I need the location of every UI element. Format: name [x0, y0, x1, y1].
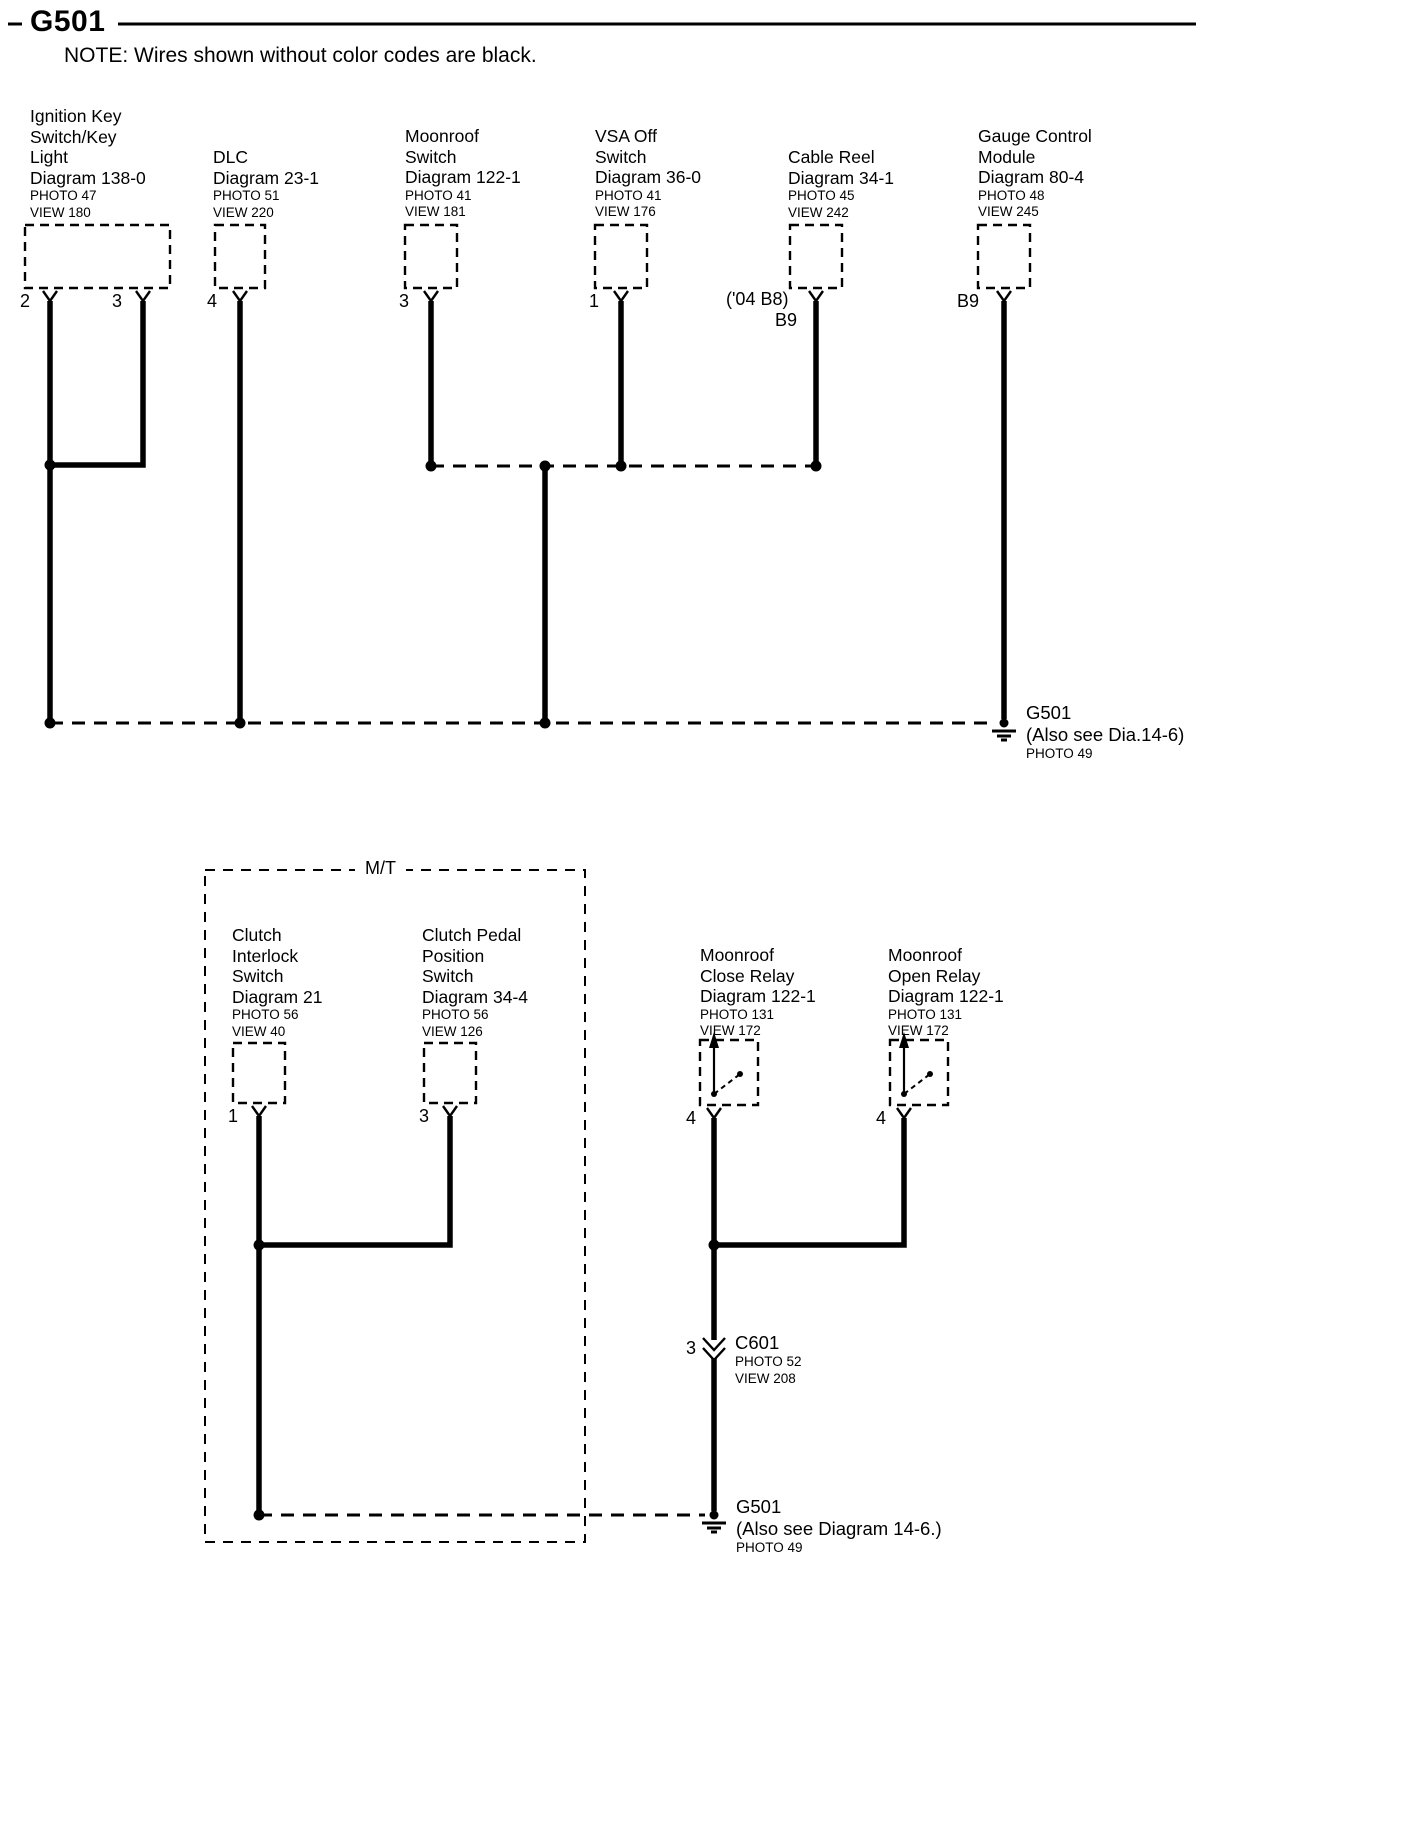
- pin-label-gauge-b9: B9: [957, 291, 980, 311]
- component-label-vsa-off-switch: VSA Off Switch Diagram 36-0 PHOTO 41 VIE…: [595, 126, 701, 221]
- diagram-ref: Diagram 80-4: [978, 167, 1085, 187]
- ground-symbol-bottom: [702, 1510, 726, 1534]
- pin-label-c601-3: 3: [686, 1338, 697, 1358]
- name-line: VSA Off: [595, 126, 657, 146]
- name-line: Gauge Control: [978, 126, 1092, 146]
- component-label-moonroof-close-relay: Moonroof Close Relay Diagram 122-1 PHOTO…: [700, 945, 816, 1040]
- pin-label-moonroof-3: 3: [399, 291, 410, 311]
- photo-ref: PHOTO 45: [788, 188, 855, 203]
- diagram-ref: Diagram 23-1: [213, 167, 320, 188]
- photo-ref: PHOTO 49: [1026, 746, 1093, 761]
- diagram-ref: Diagram 34-1: [788, 167, 895, 188]
- photo-ref: PHOTO 131: [888, 1006, 963, 1022]
- view-ref: VIEW 172: [700, 1023, 761, 1038]
- view-ref: VIEW 172: [888, 1023, 949, 1038]
- photo-ref: PHOTO 51: [213, 188, 280, 203]
- photo-ref: PHOTO 47: [30, 188, 97, 203]
- mt-section-label: M/T: [355, 858, 406, 879]
- name-line: Interlock: [232, 945, 299, 966]
- c601-connector-icon: [702, 1337, 726, 1362]
- connector-name: C601: [735, 1332, 780, 1353]
- ground-name: G501: [736, 1496, 782, 1517]
- diagram-ref: Diagram 21: [232, 986, 323, 1007]
- photo-ref: PHOTO 52: [735, 1354, 802, 1369]
- name-line: Clutch: [232, 925, 282, 945]
- photo-ref: PHOTO 49: [736, 1540, 803, 1555]
- diagram-ref: Diagram 122-1: [888, 986, 1004, 1006]
- view-ref: VIEW 126: [422, 1023, 483, 1039]
- component-label-cable-reel: Cable Reel Diagram 34-1 PHOTO 45 VIEW 24…: [788, 147, 894, 221]
- diagram-ref: Diagram 36-0: [595, 167, 702, 187]
- name-line: Switch: [422, 966, 474, 986]
- connector-c601-label: C601 PHOTO 52 VIEW 208: [735, 1332, 802, 1387]
- junction-dots: [44, 459, 822, 1521]
- photo-ref: PHOTO 48: [978, 187, 1045, 203]
- name-line: DLC: [213, 147, 249, 167]
- name-line: Moonroof: [700, 945, 774, 965]
- diagram-ref: Diagram 34-4: [422, 986, 529, 1007]
- component-label-gauge-control-module: Gauge Control Module Diagram 80-4 PHOTO …: [978, 126, 1092, 221]
- diagram-ref: Diagram 122-1: [405, 167, 521, 187]
- relay-contact-icon: [899, 1032, 933, 1097]
- name-line: Cable Reel: [788, 147, 875, 167]
- pin-label-vsa-1: 1: [589, 291, 600, 311]
- view-ref: VIEW 181: [405, 204, 466, 219]
- ground-name: G501: [1026, 702, 1072, 723]
- photo-ref: PHOTO 56: [422, 1007, 489, 1022]
- view-ref: VIEW 242: [788, 204, 849, 220]
- name-line: Module: [978, 146, 1036, 167]
- name-line: Switch: [232, 966, 284, 986]
- photo-ref: PHOTO 41: [405, 187, 472, 203]
- name-line: Moonroof: [405, 126, 479, 146]
- pin-label-clutch-pedal-3: 3: [419, 1106, 430, 1126]
- page-title: G501: [30, 5, 106, 38]
- pin-label-cable-reel-note: ('04 B8): [726, 289, 789, 309]
- photo-ref: PHOTO 56: [232, 1007, 299, 1022]
- component-label-ignition-key-switch: Ignition Key Switch/Key Light Diagram 13…: [30, 106, 146, 221]
- name-line: Ignition Key: [30, 106, 122, 126]
- relay-contact-icon: [709, 1032, 743, 1097]
- pin-label-dlc-4: 4: [207, 291, 218, 311]
- dashed-link-wires: [50, 464, 995, 1517]
- view-ref: VIEW 208: [735, 1370, 796, 1386]
- pin-label-close-relay-4: 4: [686, 1108, 697, 1128]
- diagram-ref: Diagram 122-1: [700, 986, 816, 1006]
- name-line: Switch/Key: [30, 126, 117, 147]
- view-ref: VIEW 40: [232, 1023, 286, 1039]
- note-text: NOTE: Wires shown without color codes ar…: [64, 44, 537, 67]
- ground-symbol-top: [992, 718, 1016, 742]
- component-label-moonroof-open-relay: Moonroof Open Relay Diagram 122-1 PHOTO …: [888, 945, 1004, 1040]
- name-line: Light: [30, 147, 68, 167]
- name-line: Switch: [405, 146, 457, 167]
- ground-also-ref: (Also see Diagram 14-6.): [736, 1518, 942, 1539]
- view-ref: VIEW 245: [978, 204, 1039, 219]
- pin-label-open-relay-4: 4: [876, 1108, 887, 1128]
- view-ref: VIEW 176: [595, 204, 656, 219]
- ground-label-bottom: G501 (Also see Diagram 14-6.) PHOTO 49: [736, 1496, 942, 1557]
- view-ref: VIEW 220: [213, 204, 274, 220]
- pin-label-ignition-3: 3: [112, 291, 123, 311]
- name-line: Close Relay: [700, 965, 795, 986]
- component-connector-boxes: [23, 223, 1032, 1107]
- ground-also-ref: (Also see Dia.14-6): [1026, 724, 1185, 745]
- pin-label-ignition-2: 2: [20, 291, 31, 311]
- pin-label-clutch-interlock-1: 1: [228, 1106, 239, 1126]
- component-label-clutch-pedal-position-switch: Clutch Pedal Position Switch Diagram 34-…: [422, 925, 528, 1040]
- name-line: Switch: [595, 146, 647, 167]
- pin-label-cable-reel-b9: B9: [775, 310, 798, 330]
- photo-ref: PHOTO 131: [700, 1006, 775, 1022]
- photo-ref: PHOTO 41: [595, 187, 662, 203]
- name-line: Position: [422, 945, 485, 966]
- component-label-dlc: DLC Diagram 23-1 PHOTO 51 VIEW 220: [213, 147, 319, 221]
- name-line: Open Relay: [888, 965, 981, 986]
- name-line: Moonroof: [888, 945, 962, 965]
- view-ref: VIEW 180: [30, 204, 91, 220]
- diagram-ref: Diagram 138-0: [30, 167, 146, 188]
- ground-label-top: G501 (Also see Dia.14-6) PHOTO 49: [1026, 702, 1184, 763]
- wires: [47, 301, 1007, 1515]
- component-label-clutch-interlock-switch: Clutch Interlock Switch Diagram 21 PHOTO…: [232, 925, 322, 1040]
- component-label-moonroof-switch: Moonroof Switch Diagram 122-1 PHOTO 41 V…: [405, 126, 521, 221]
- name-line: Clutch Pedal: [422, 925, 522, 945]
